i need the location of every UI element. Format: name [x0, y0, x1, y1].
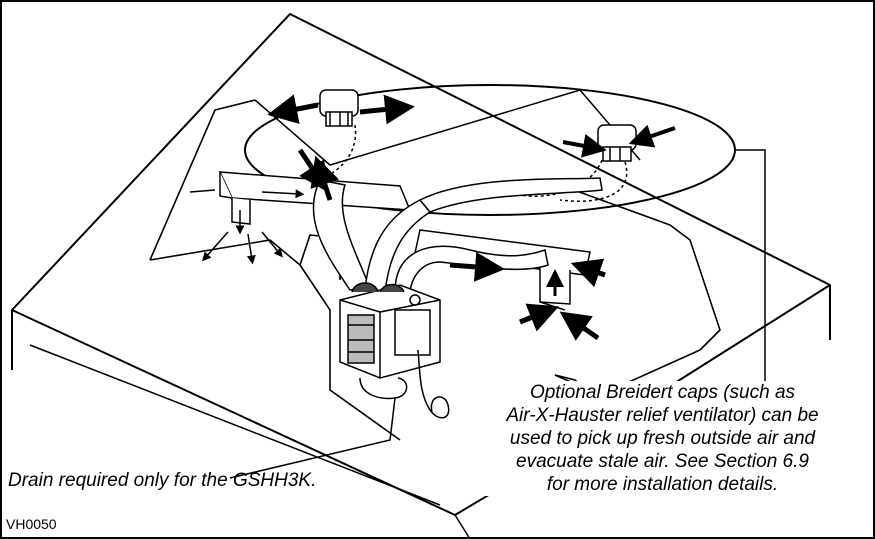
caps-caption-line: Air-X-Hauster relief ventilator) can be [506, 405, 819, 426]
left-breidert-cap [267, 89, 415, 127]
flex-ducts [297, 148, 603, 296]
drain-hose [229, 349, 450, 479]
caps-caption-line: for more installation details. [546, 474, 779, 495]
ellipse-leader-line [735, 149, 766, 398]
drain-caption: Drain required only for the GSHH3K. [8, 470, 317, 491]
roof-ridge-line [254, 89, 641, 166]
right-breidert-cap [562, 124, 676, 162]
figure-id: VH0050 [6, 516, 57, 532]
attic-roof-outline [11, 13, 831, 539]
humidifier-unit [339, 282, 441, 379]
caps-caption-line: evacuate stale air. See Section 6.9 [516, 451, 809, 472]
caps-caption-line: used to pick up fresh outside air and [509, 428, 816, 449]
caps-caption: Optional Breidert caps (such as Air-X-Ha… [455, 381, 870, 496]
caps-caption-line: Optional Breidert caps (such as [529, 382, 796, 403]
